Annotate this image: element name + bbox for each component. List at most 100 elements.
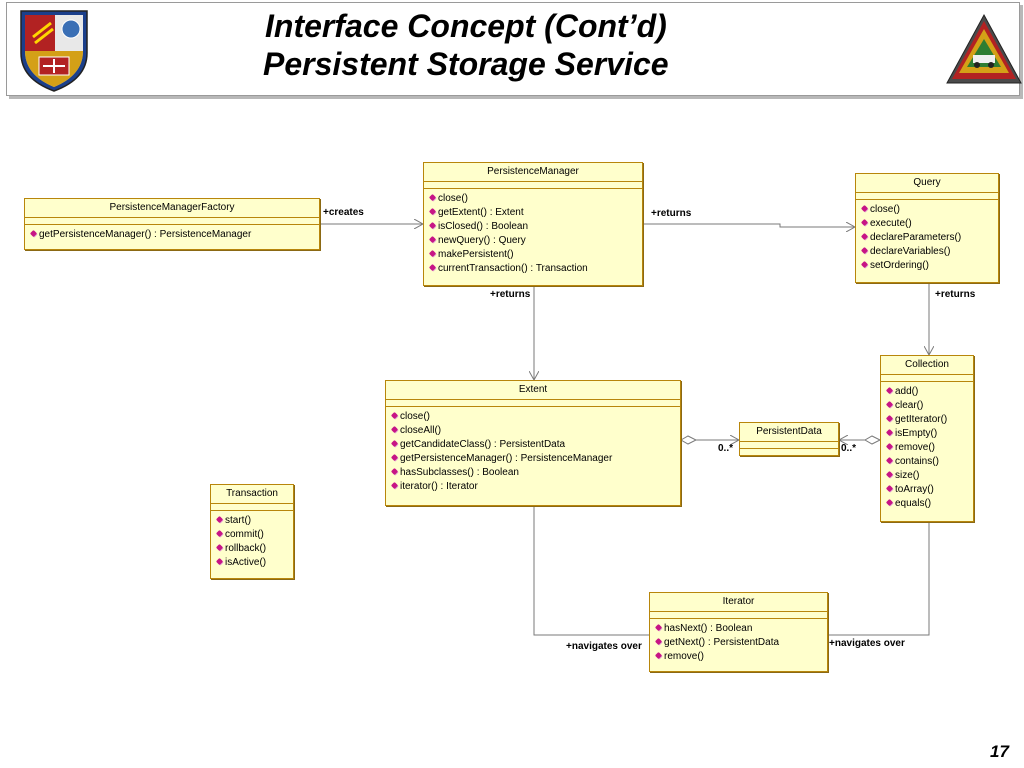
class-name: Collection (881, 356, 973, 375)
class-attributes (386, 400, 680, 407)
class-name: PersistenceManager (424, 163, 642, 182)
class-operation: getPersistenceManager() : PersistenceMan… (390, 452, 680, 466)
operation-label: getPersistenceManager() : PersistenceMan… (39, 229, 252, 240)
operation-label: contains() (895, 456, 939, 467)
operation-bullet-icon (654, 623, 663, 632)
operation-label: add() (895, 386, 919, 397)
operation-bullet-icon (390, 439, 399, 448)
class-persistencemanager: PersistenceManager close()getExtent() : … (423, 162, 643, 286)
collection-iterator-connector (828, 522, 930, 636)
title-line-2: Persistent Storage Service (263, 46, 669, 82)
operation-bullet-icon (654, 651, 663, 660)
class-operation: execute() (860, 217, 998, 231)
operation-bullet-icon (428, 207, 437, 216)
operation-label: setOrdering() (870, 260, 929, 271)
operation-label: declareParameters() (870, 232, 962, 243)
operation-label: iterator() : Iterator (400, 481, 478, 492)
creates-label: +creates (323, 207, 364, 218)
class-operation: isClosed() : Boolean (428, 220, 642, 234)
operation-label: size() (895, 470, 920, 481)
class-operation: add() (885, 385, 973, 399)
operation-bullet-icon (860, 232, 869, 241)
operation-bullet-icon (885, 470, 894, 479)
class-operation: currentTransaction() : Transaction (428, 262, 642, 276)
army-crest-icon (20, 10, 88, 92)
class-name: Extent (386, 381, 680, 400)
class-operation: hasSubclasses() : Boolean (390, 466, 680, 480)
operation-bullet-icon (860, 204, 869, 213)
operation-bullet-icon (885, 484, 894, 493)
class-attributes (25, 218, 319, 225)
class-operation: close() (428, 192, 642, 206)
slide-header: Interface Concept (Cont’d) Persistent St… (6, 2, 1022, 96)
operation-bullet-icon (885, 400, 894, 409)
operation-bullet-icon (860, 218, 869, 227)
operation-bullet-icon (885, 456, 894, 465)
operation-bullet-icon (428, 221, 437, 230)
class-operation: declareVariables() (860, 245, 998, 259)
operation-label: getCandidateClass() : PersistentData (400, 439, 566, 450)
operation-bullet-icon (29, 229, 38, 238)
slide-title: Interface Concept (Cont’d) Persistent St… (167, 7, 867, 83)
operation-bullet-icon (428, 263, 437, 272)
operation-bullet-icon (885, 414, 894, 423)
class-operation: remove() (885, 441, 973, 455)
operation-bullet-icon (390, 467, 399, 476)
operation-label: closeAll() (400, 425, 442, 436)
operation-label: isClosed() : Boolean (438, 221, 529, 232)
returns-collection-label: +returns (935, 289, 976, 300)
triangle-emblem-icon (946, 13, 1022, 84)
extent-iterator-connector (533, 506, 649, 636)
operation-label: rollback() (225, 543, 267, 554)
class-operation: getNext() : PersistentData (654, 636, 827, 650)
class-operations: close()closeAll()getCandidateClass() : P… (386, 407, 680, 494)
class-operation: start() (215, 514, 293, 528)
operation-bullet-icon (215, 529, 224, 538)
class-operation: remove() (654, 650, 827, 664)
operation-label: isActive() (225, 557, 267, 568)
class-attributes (650, 612, 827, 619)
operation-bullet-icon (860, 260, 869, 269)
class-operation: contains() (885, 455, 973, 469)
class-operation: commit() (215, 528, 293, 542)
operation-bullet-icon (390, 425, 399, 434)
class-operations: add()clear()getIterator()isEmpty()remove… (881, 382, 973, 511)
class-operation: equals() (885, 497, 973, 511)
operation-label: hasSubclasses() : Boolean (400, 467, 519, 478)
operation-bullet-icon (885, 442, 894, 451)
operation-label: commit() (225, 529, 264, 540)
class-operation: isActive() (215, 556, 293, 570)
class-operation: setOrdering() (860, 259, 998, 273)
class-query: Query close()execute()declareParameters(… (855, 173, 999, 283)
operation-bullet-icon (390, 411, 399, 420)
class-extent: Extent close()closeAll()getCandidateClas… (385, 380, 681, 506)
class-persistencemanagerfactory: PersistenceManagerFactory getPersistence… (24, 198, 320, 250)
returns-extent-label: +returns (490, 289, 531, 300)
operation-bullet-icon (390, 453, 399, 462)
collection-aggregation-diamond (863, 435, 882, 445)
class-name: PersistenceManagerFactory (25, 199, 319, 218)
class-attributes (211, 504, 293, 511)
operation-bullet-icon (654, 637, 663, 646)
navigates-over-extent-label: +navigates over (566, 641, 642, 652)
operation-bullet-icon (885, 386, 894, 395)
navigates-over-collection-label: +navigates over (829, 638, 905, 649)
extent-aggregation-diamond (679, 435, 698, 445)
operation-bullet-icon (885, 498, 894, 507)
class-operations: getPersistenceManager() : PersistenceMan… (25, 225, 319, 242)
operation-label: start() (225, 515, 252, 526)
operation-label: isEmpty() (895, 428, 938, 439)
class-operations: start() commit() rollback() isActive() (211, 511, 293, 570)
class-name: PersistentData (740, 423, 838, 442)
operation-label: makePersistent() (438, 249, 514, 260)
class-operation: makePersistent() (428, 248, 642, 262)
returns-query-label: +returns (651, 208, 692, 219)
collection-multiplicity-label: 0..* (841, 443, 857, 454)
returns-query-connector (643, 224, 855, 227)
class-operation: declareParameters() (860, 231, 998, 245)
class-operation: getIterator() (885, 413, 973, 427)
